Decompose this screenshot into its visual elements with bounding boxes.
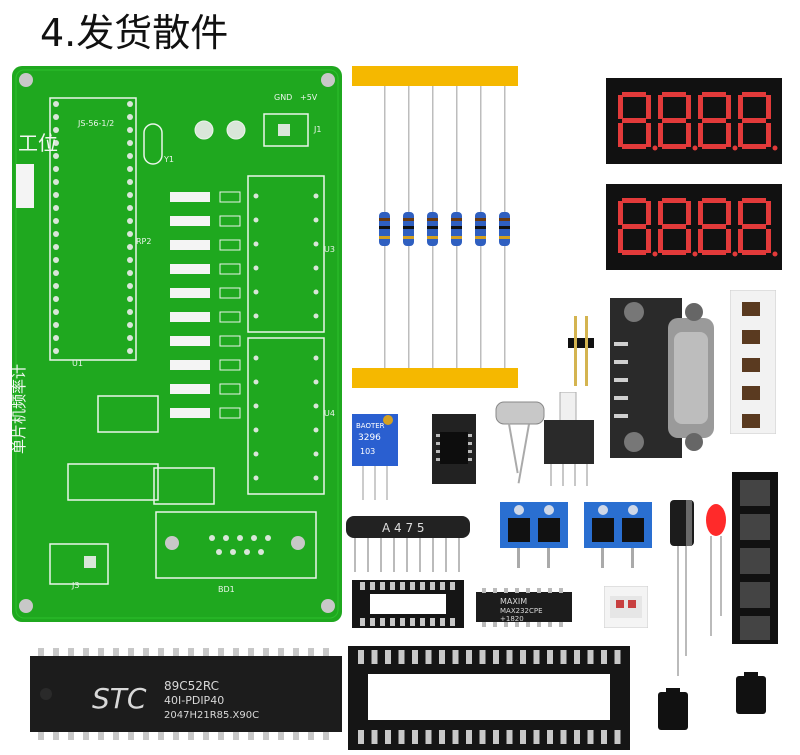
ic-socket-20 [352,580,464,628]
svg-text:40I-PDIP40: 40I-PDIP40 [164,694,224,707]
mount-hole [19,599,33,613]
svg-text:+1820: +1820 [500,615,524,623]
max232-chip: MAXIM MAX232CPE +1820 [476,588,572,627]
jumper-cap-1 [658,688,688,730]
svg-text:103: 103 [360,447,375,456]
pcb-label-gongwei: 工位 [18,131,58,155]
svg-text:MAX232CPE: MAX232CPE [500,607,543,615]
label-rp2: RP2 [136,237,151,246]
trim-potentiometer: BAOTER 3296 103 [352,414,398,500]
jumper-cap-2 [736,672,766,714]
electrolytic-capacitor [670,500,694,676]
svg-text:89C52RC: 89C52RC [164,679,219,693]
svg-text:STC: STC [92,682,147,715]
label-chip-part: JS-56-1/2 [77,119,114,128]
terminal-block-1 [500,502,568,568]
label-gnd: GND [274,93,292,102]
db9-connector [610,298,714,458]
push-switch [544,392,594,486]
smd-tape [730,290,776,434]
svg-text:3296: 3296 [358,433,381,443]
sop8-chip [432,414,476,484]
mount-hole [321,73,335,87]
resistor-network: A 4 7 5 [346,516,470,572]
label-j3: J3 [71,581,79,590]
svg-text:2047H21R85.X90C: 2047H21R85.X90C [164,710,259,721]
seven-seg-display-1 [606,78,782,164]
label-5v: +5V [300,93,318,102]
svg-text:MAXIM: MAXIM [500,597,527,606]
label-j1: J1 [313,125,321,134]
resistor-strip [352,66,518,388]
ic-socket-40 [348,646,630,750]
terminal-block-2 [584,502,652,568]
seven-seg-display-2 [606,184,782,270]
page-title: 4.发货散件 [40,11,229,55]
crystal [495,401,545,484]
pcb-board: 工位 单片机频率计 U1 U3 U4 Y1 J1 J3 BD1 GND +5V … [12,66,342,622]
pcb-label-side: 单片机频率计 [12,364,28,454]
label-bd1: BD1 [218,585,235,594]
pin-header [568,316,594,386]
mount-hole [19,73,33,87]
stc-mcu-chip: STC 89C52RC 40I-PDIP40 2047H21R85.X90C [30,648,342,740]
label-y1: Y1 [163,155,174,164]
svg-text:A 4 7 5: A 4 7 5 [382,521,425,535]
smd-transistor-tape [732,472,778,644]
red-led [706,504,726,636]
label-u1: U1 [72,359,83,368]
mount-hole [321,599,335,613]
label-u4: U4 [324,409,335,418]
white-connector [604,586,648,628]
label-u3: U3 [324,245,335,254]
svg-text:BAOTER: BAOTER [356,422,385,430]
